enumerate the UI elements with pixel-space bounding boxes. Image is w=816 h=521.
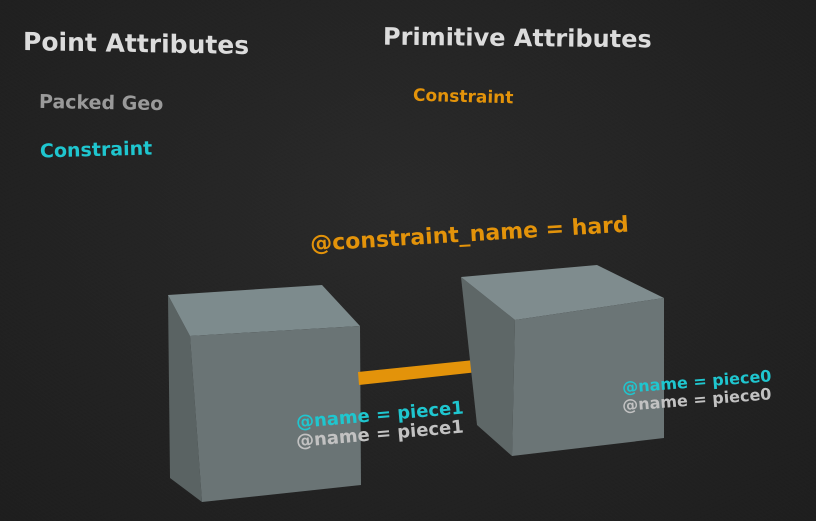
left-box-front-face <box>190 326 361 502</box>
point-constraint-legend-label: Constraint <box>39 137 153 163</box>
right-box-front-face <box>512 298 664 456</box>
right-box-top-face <box>461 265 664 320</box>
right-packed-box <box>461 265 664 456</box>
point-attributes-heading: Point Attributes <box>23 27 250 60</box>
primitive-constraint-legend-label: Constraint <box>412 85 514 109</box>
primitive-attributes-heading: Primitive Attributes <box>382 22 652 54</box>
left-box-side-face <box>168 295 202 502</box>
packed-geo-legend-label: Packed Geo <box>38 90 164 116</box>
left-packed-box <box>168 285 361 502</box>
right-box-side-face <box>461 277 515 456</box>
constraint-rod <box>358 358 488 385</box>
left-box-top-face <box>168 285 360 336</box>
constraint-rod-body <box>358 359 487 385</box>
